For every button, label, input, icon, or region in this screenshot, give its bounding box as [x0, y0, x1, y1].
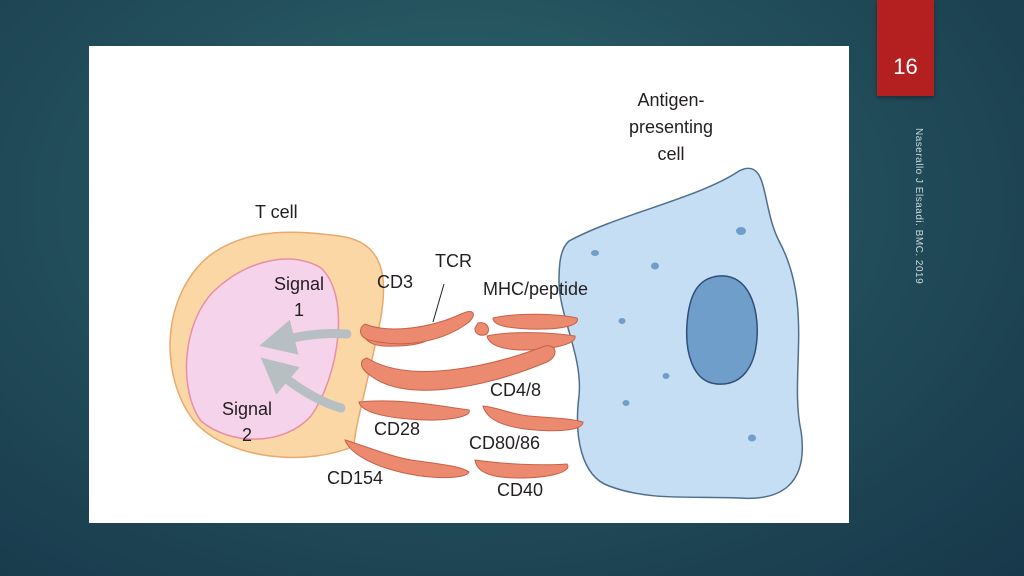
- signal1-label-line1: Signal: [274, 274, 324, 294]
- mhc-molecule-lower: [486, 332, 576, 351]
- apc-label-line2: presenting: [629, 117, 713, 137]
- signal-arrows: [259, 319, 352, 413]
- apc-label-line3: cell: [657, 144, 684, 164]
- cd80-86-label: CD80/86: [469, 433, 540, 453]
- peptide-fragment: [474, 322, 490, 336]
- immune-synapse-diagram: T cell Antigen- presenting cell Signal 1…: [169, 90, 803, 500]
- figure-credit: Naserallo J Elsaadi. BMC. 2019: [913, 128, 924, 285]
- tcr-molecule: [360, 311, 474, 345]
- apc-label-line1: Antigen-: [637, 90, 704, 110]
- tcr-label: TCR: [435, 251, 472, 271]
- cd3-label: CD3: [377, 272, 413, 292]
- apc-granules: [591, 227, 756, 442]
- diagram-labels: T cell Antigen- presenting cell Signal 1…: [222, 90, 713, 500]
- mhc-molecule-upper: [492, 313, 578, 330]
- cd4-8-label: CD4/8: [490, 380, 541, 400]
- antigen-presenting-cell: [558, 167, 803, 500]
- cd28-label: CD28: [374, 419, 420, 439]
- tcr-leader-line: [432, 283, 445, 323]
- cd154-molecule: [344, 439, 470, 479]
- cd40-molecule: [474, 459, 569, 479]
- cd80-86-molecule: [482, 405, 584, 432]
- cd154-label: CD154: [327, 468, 383, 488]
- slide-number: 16: [893, 54, 918, 79]
- apc-membrane: [558, 167, 803, 500]
- signal2-label-line1: Signal: [222, 399, 272, 419]
- cd4-8-molecule: [361, 345, 556, 391]
- receptor-molecules: [344, 311, 584, 479]
- cd28-molecule: [358, 400, 470, 421]
- signal2-label-line2: 2: [242, 425, 252, 445]
- signal2-arrow: [260, 357, 346, 413]
- signal1-label-line2: 1: [294, 300, 304, 320]
- figure-panel: T cell Antigen- presenting cell Signal 1…: [89, 46, 849, 523]
- cd40-label: CD40: [497, 480, 543, 500]
- apc-nucleus: [685, 275, 758, 385]
- slide-number-tab: 16: [877, 0, 934, 96]
- mhc-peptide-label: MHC/peptide: [483, 279, 588, 299]
- signal1-arrow: [259, 319, 352, 355]
- t-cell-label: T cell: [255, 202, 298, 222]
